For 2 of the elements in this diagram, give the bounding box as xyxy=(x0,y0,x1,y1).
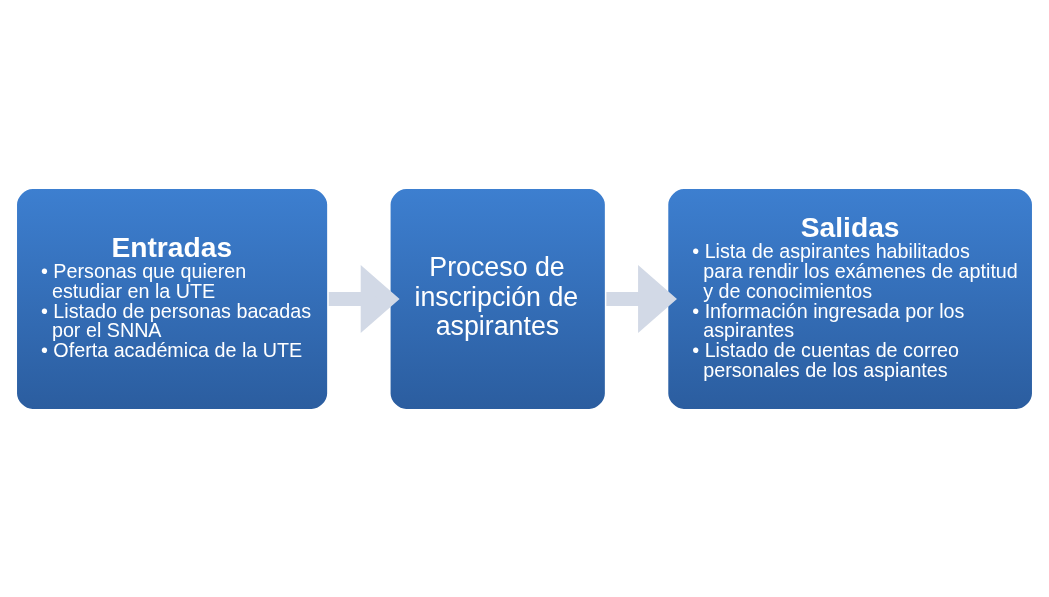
arrow xyxy=(328,264,400,333)
arrow xyxy=(606,264,677,333)
